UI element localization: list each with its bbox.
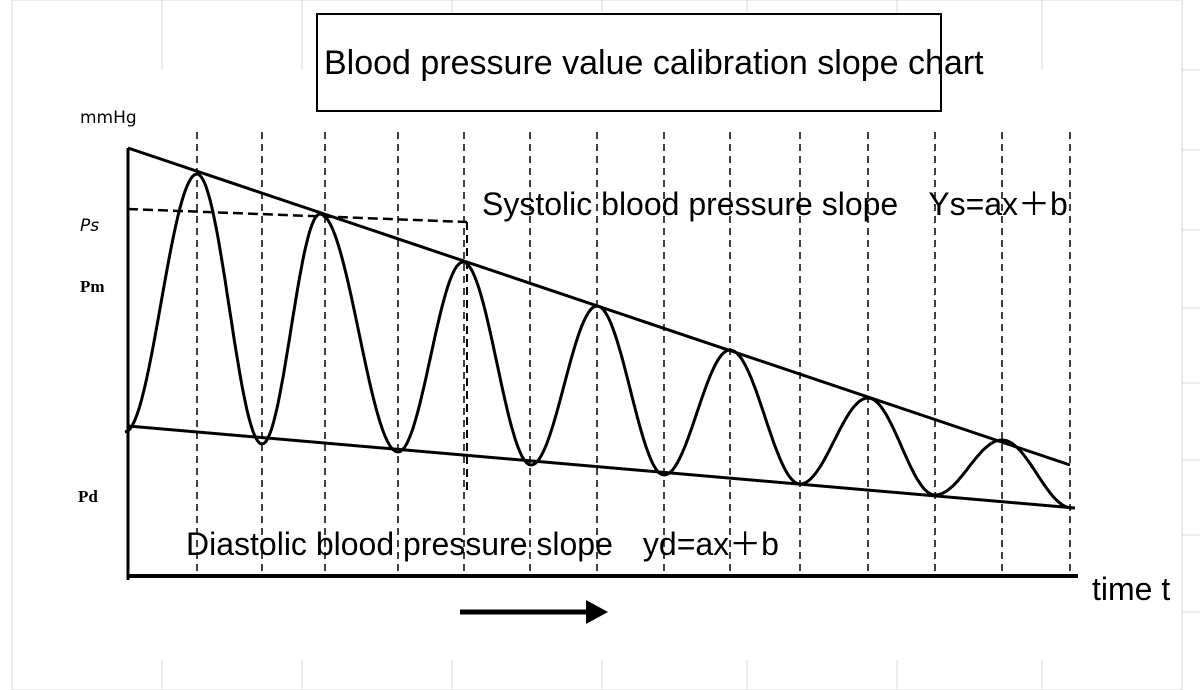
chart-title: Blood pressure value calibration slope c… [324, 44, 984, 82]
systolic-slope-label: Systolic blood pressure slope Ys=ax＋b [482, 186, 1068, 222]
diastolic-equation: yd=ax＋b [643, 526, 779, 562]
ps-reference-line [127, 207, 468, 224]
diastolic-slope-label: Diastolic blood pressure slope yd=ax＋b [186, 526, 779, 562]
pm-label: Pm [80, 277, 105, 296]
diastolic-slope-line [127, 424, 1076, 510]
grid-frame [11, 0, 1183, 690]
systolic-label-text: Systolic blood pressure slope [482, 186, 898, 222]
pressure-waveform [124, 172, 1073, 510]
title-box [316, 13, 942, 112]
diastolic-label-text: Diastolic blood pressure slope [186, 526, 613, 562]
systolic-equation: Ys=ax＋b [928, 186, 1068, 222]
vertical-guides [196, 132, 1071, 578]
ps-label: Ps [80, 216, 99, 236]
y-axis-unit: mmHg [80, 108, 137, 128]
pd-label: Pd [78, 487, 98, 506]
background-grid [11, 0, 1200, 690]
x-axis-label: time t [1092, 571, 1170, 607]
arrow-right-icon [460, 600, 608, 624]
